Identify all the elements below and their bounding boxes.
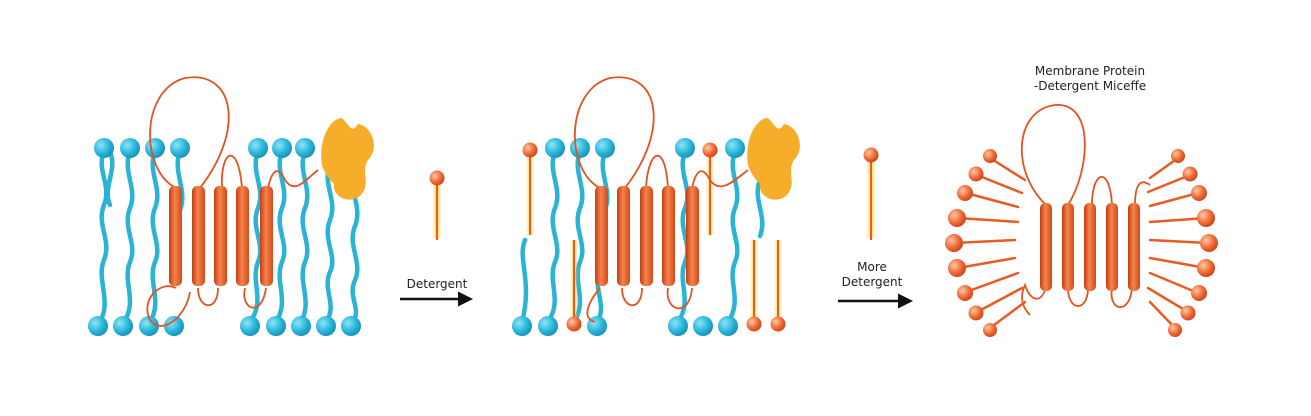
panel-membrane-with-detergent [512,76,800,336]
protein-helices [169,186,273,286]
detergents-right [1146,156,1210,330]
peripheral-protein [321,118,374,200]
detergent-molecule [429,170,445,240]
micelle-label: Membrane Protein -Detergent Miceffe [1020,64,1160,94]
detergents-left [953,156,1027,330]
more-detergent-line2: Detergent [841,275,903,289]
detergent-molecule [863,147,879,240]
panel-membrane [88,76,374,336]
detergents-inserted [522,142,786,332]
peripheral-protein [747,118,800,200]
protein-helices [1040,203,1140,291]
panel-micelle [945,104,1218,337]
protein-loops [1020,104,1151,316]
lipid-heads-bottom [512,316,738,336]
lipid-heads-top [94,138,315,158]
detergent-label: Detergent [406,277,468,291]
micelle-label-line2: -Detergent Miceffe [1033,79,1147,93]
lipid-tails [97,149,360,325]
protein-helices [595,186,699,286]
protein-loops [146,76,319,327]
more-detergent-label: More Detergent [832,260,912,290]
lipid-heads-bottom [88,316,361,336]
detergent-heads-left [945,149,997,337]
protein-loops [573,76,749,323]
micelle-label-line1: Membrane Protein [1034,64,1146,78]
more-detergent-line1: More [857,260,887,274]
detergent-heads-right [1168,149,1218,337]
